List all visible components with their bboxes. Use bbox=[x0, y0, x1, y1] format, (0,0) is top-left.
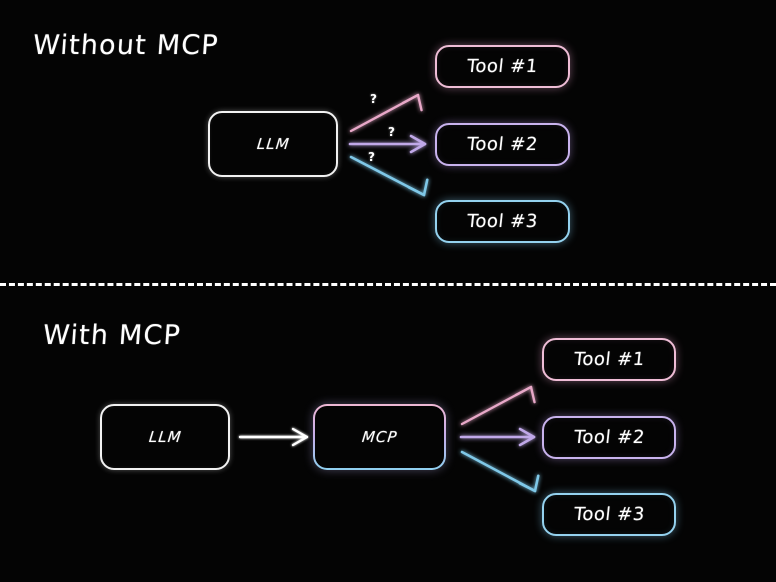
node-label: LLM bbox=[255, 135, 291, 153]
node-label: Tool #1 bbox=[572, 349, 646, 370]
node-label: Tool #2 bbox=[466, 134, 539, 155]
node-label: Tool #3 bbox=[572, 504, 646, 525]
node-label: Tool #2 bbox=[572, 427, 646, 448]
node-tool-2-with-mcp[interactable]: Tool #2 bbox=[542, 416, 676, 459]
section-title-without-mcp: Without MCP bbox=[31, 30, 220, 61]
edge-label-question-1: ? bbox=[370, 92, 377, 106]
section-title-with-mcp: With MCP bbox=[41, 320, 183, 351]
node-tool-1-without-mcp[interactable]: Tool #1 bbox=[435, 45, 570, 88]
node-mcp-hub[interactable]: MCP bbox=[313, 404, 446, 470]
node-label: MCP bbox=[360, 428, 399, 446]
node-tool-2-without-mcp[interactable]: Tool #2 bbox=[435, 123, 570, 166]
section-divider bbox=[0, 283, 776, 286]
node-llm-with-mcp[interactable]: LLM bbox=[100, 404, 230, 470]
node-tool-1-with-mcp[interactable]: Tool #1 bbox=[542, 338, 676, 381]
node-tool-3-without-mcp[interactable]: Tool #3 bbox=[435, 200, 570, 243]
node-label: Tool #1 bbox=[466, 56, 539, 77]
node-tool-3-with-mcp[interactable]: Tool #3 bbox=[542, 493, 676, 536]
arrow-mcp-to-tool-3 bbox=[460, 450, 540, 493]
edge-label-question-2: ? bbox=[388, 125, 395, 139]
edge-label-question-3: ? bbox=[368, 150, 375, 164]
arrow-llm-to-mcp bbox=[238, 427, 309, 447]
node-llm-without-mcp[interactable]: LLM bbox=[208, 111, 338, 177]
arrow-mcp-to-tool-2 bbox=[459, 427, 536, 447]
node-label: Tool #3 bbox=[466, 211, 539, 232]
arrow-llm-to-tool-3-without-mcp bbox=[349, 155, 429, 197]
node-label: LLM bbox=[147, 428, 183, 446]
arrow-mcp-to-tool-1 bbox=[460, 385, 536, 426]
